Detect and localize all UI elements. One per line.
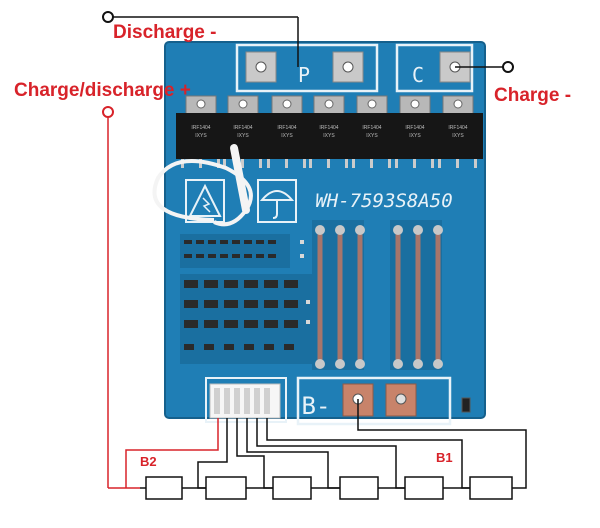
battery-cell-5	[404, 476, 470, 500]
mosfet-maker-3: IXYS	[281, 133, 293, 139]
mosfet-marking-7: IRF1404	[448, 125, 467, 131]
mosfet-7: IRF1404 IXYS	[433, 95, 483, 168]
umbrella-icon	[257, 179, 297, 223]
board-model-text: WH-7593S8A50	[315, 190, 452, 212]
b2-label: B2	[140, 454, 157, 469]
mosfet-row: IRF1404 IXYS IRF1404 IXYS IRF1404 IXYS I…	[176, 95, 483, 168]
discharge-minus-label: Discharge -	[113, 22, 217, 43]
pad-p-label: P	[298, 63, 310, 87]
mosfet-maker-4: IXYS	[323, 133, 335, 139]
mosfet-marking-6: IRF1404	[405, 125, 424, 131]
battery-cell-6	[469, 476, 520, 500]
shunt-resistor-group-left	[312, 220, 365, 370]
esd-warning-icon	[185, 179, 225, 223]
battery-cell-4	[339, 476, 405, 500]
smd-component-area	[180, 234, 320, 364]
mosfet-marking-1: IRF1404	[191, 125, 210, 131]
discharge-minus-wire	[102, 11, 299, 67]
battery-cell-row	[140, 476, 520, 500]
mosfet-maker-6: IXYS	[409, 133, 421, 139]
mosfet-marking-2: IRF1404	[233, 125, 252, 131]
battery-cell-3	[272, 476, 340, 500]
charge-discharge-plus-label: Charge/discharge +	[14, 80, 191, 101]
balance-connector	[205, 377, 287, 423]
mosfet-6: IRF1404 IXYS	[390, 95, 440, 168]
mosfet-marking-4: IRF1404	[319, 125, 338, 131]
mosfet-3: IRF1404 IXYS	[262, 95, 312, 168]
mosfet-5: IRF1404 IXYS	[347, 95, 397, 168]
shunt-resistor-group-right	[390, 220, 443, 370]
pad-b-label: B-	[302, 392, 331, 420]
battery-cell-2	[205, 476, 273, 500]
mosfet-maker-1: IXYS	[195, 133, 207, 139]
mosfet-2: IRF1404 IXYS	[218, 95, 268, 168]
charge-minus-label: Charge -	[494, 85, 572, 106]
mosfet-maker-5: IXYS	[366, 133, 378, 139]
mosfet-marking-5: IRF1404	[362, 125, 381, 131]
p-terminal-pad: P	[235, 43, 379, 93]
charge-discharge-plus-wire	[102, 106, 219, 489]
b1-label: B1	[436, 450, 453, 465]
temperature-probe-wire	[152, 144, 253, 227]
mosfet-maker-7: IXYS	[452, 133, 464, 139]
mosfet-maker-2: IXYS	[237, 133, 249, 139]
mosfet-marking-3: IRF1404	[277, 125, 296, 131]
pad-c-label: C	[412, 63, 424, 87]
charge-minus-wire	[455, 61, 514, 73]
mosfet-4: IRF1404 IXYS	[304, 95, 354, 168]
status-led	[461, 397, 471, 413]
battery-cell-1	[140, 476, 206, 500]
